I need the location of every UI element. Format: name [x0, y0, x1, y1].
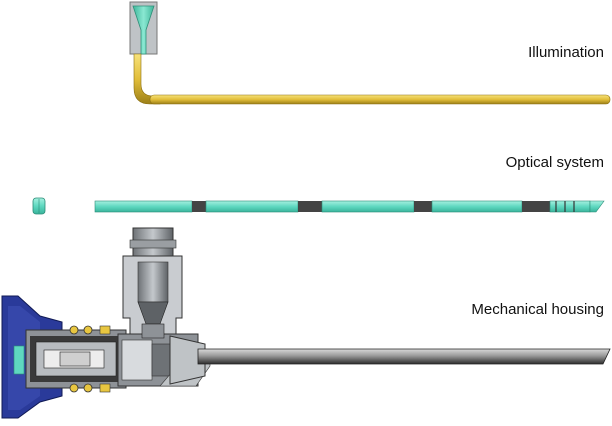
mechanical-housing-group — [1, 227, 611, 419]
spacer-4 — [522, 201, 550, 212]
optical-system-group — [32, 197, 605, 215]
rod-lens-4 — [431, 200, 523, 213]
shaft-tube — [197, 348, 611, 365]
illumination-group — [129, 1, 611, 105]
o-ring — [69, 325, 79, 335]
rod-lens-2 — [205, 200, 299, 213]
label-illumination: Illumination — [528, 44, 604, 61]
spacer-3 — [414, 201, 432, 212]
shaft-hub — [169, 335, 206, 385]
spacer-2 — [298, 201, 322, 212]
rod-lens-3 — [321, 200, 415, 213]
illumination-light-cone — [132, 5, 155, 55]
label-optical-system: Optical system — [505, 154, 604, 171]
rod-lens-1 — [94, 200, 193, 213]
eyepiece-window — [13, 345, 25, 375]
objective-lens-group — [549, 200, 605, 213]
illumination-fiber-bundle — [149, 94, 611, 105]
label-mechanical-housing: Mechanical housing — [471, 301, 604, 318]
spacer-1 — [192, 201, 206, 212]
